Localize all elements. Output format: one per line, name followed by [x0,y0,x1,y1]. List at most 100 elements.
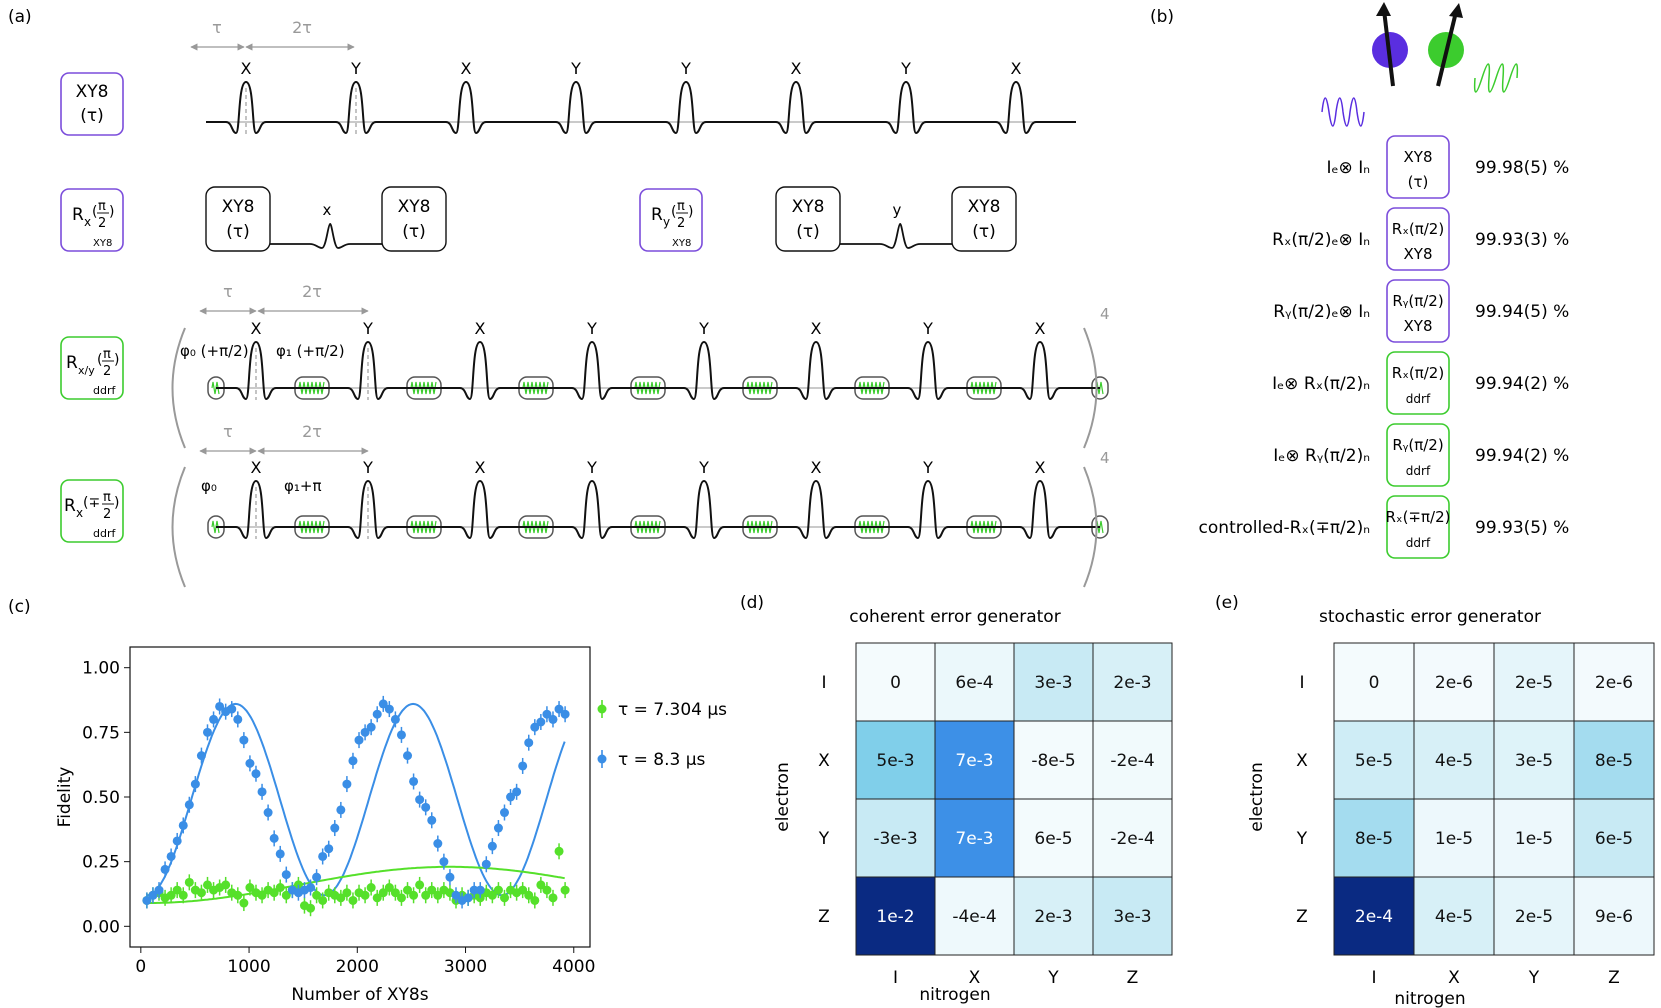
heatmap-cell-label: 1e-5 [1435,829,1473,849]
heatmap-cell-label: 2e-3 [1113,673,1151,693]
data-point [499,893,509,903]
data-point [548,893,558,903]
rx-box-sub: x [84,215,91,229]
x-axis-label: Number of XY8s [291,985,428,1005]
heatmap-cell-label: -3e-3 [873,829,917,849]
heatmap-cell: -3e-3 [855,798,936,878]
pulse-label: X [241,59,252,78]
x-tick-label: 0 [135,957,146,977]
data-point [378,888,388,898]
row3-box-tag: ddrf [93,384,116,397]
heatmap-cell-label: 3e-3 [1113,907,1151,927]
data-point [396,730,406,740]
y-tick-label: 0.25 [82,853,120,873]
heatmap-col-label: I [1371,968,1376,988]
gate-label: Iₑ⊗ Iₙ [1326,158,1370,178]
data-point [160,864,170,874]
pulse-label: X [461,59,472,78]
data-point [233,714,243,724]
heatmap-cell: 6e-5 [1573,798,1655,878]
heatmap-x-label: nitrogen [1394,989,1465,1008]
heatmap-cell: 5e-5 [1333,720,1415,800]
heatmap-cell: 2e-5 [1493,642,1575,722]
two-tau-label: 2τ [302,422,322,441]
data-point [251,769,261,779]
data-point [415,880,425,890]
phi1-label: φ₁ (+π/2) [276,342,345,360]
gate-label: Iₑ⊗ Rₓ(π/2)ₙ [1272,374,1370,394]
heatmap-cell-label: 9e-6 [1595,907,1633,927]
data-point [348,756,358,766]
svg-text:): ) [114,352,119,368]
row4-box-R: R [64,496,76,516]
data-point [336,893,346,903]
pulse-y-label: y [893,201,902,219]
heatmap-cell: 2e-3 [1013,876,1094,956]
data-point [148,890,158,900]
data-point [403,885,413,895]
heatmap-cell: -4e-4 [934,876,1015,956]
data-point [548,714,558,724]
heatmap-cell: 2e-6 [1413,642,1495,722]
heatmap-cell: 7e-3 [934,798,1015,878]
data-point [499,808,509,818]
data-point [475,885,485,895]
data-point [281,870,291,880]
heatmap-cell: -2e-4 [1092,798,1173,878]
heatmap-cell: 0 [855,642,936,722]
heatmap-col-label: Z [1127,968,1139,988]
ry-box-R: R [651,205,663,225]
data-point [512,787,522,797]
data-point [239,735,249,745]
data-point [560,885,570,895]
data-point [463,893,473,903]
gate-box-line2: ddrf [1406,464,1431,478]
data-point [427,885,437,895]
data-point [275,849,285,859]
gate-label: Rᵧ(π/2)ₑ⊗ Iₙ [1273,302,1370,322]
heatmap-cell-label: 5e-3 [876,751,914,771]
data-point [433,890,443,900]
data-point [554,704,564,714]
pulse-label: Y [922,319,933,338]
x-tick-label: 2000 [336,957,379,977]
block-line1: XY8 [792,197,825,217]
panel-label-a: (a) [8,7,32,27]
gate-box-line2: XY8 [1404,317,1433,335]
rx-box-paren: ( [92,204,97,220]
gate-label: Rₓ(π/2)ₑ⊗ Iₙ [1272,230,1370,250]
data-point [439,857,449,867]
data-point [542,709,552,719]
fidelity-value: 99.94(2) % [1475,374,1569,394]
data-point [178,820,188,830]
rx-box-frac-top: π [98,199,106,214]
two-tau-label: 2τ [292,18,312,37]
data-point [342,779,352,789]
data-point [202,727,212,737]
data-point [396,893,406,903]
pulse-label: Y [680,59,691,78]
fidelity-value: 99.93(3) % [1475,230,1569,250]
data-point [409,776,419,786]
data-point [342,888,352,898]
heatmap-cell: 4e-5 [1413,720,1495,800]
block-line2: (τ) [226,222,250,242]
data-point [445,872,455,882]
data-point [354,735,364,745]
pulse-label: X [1035,458,1046,477]
data-point [487,890,497,900]
data-point [184,877,194,887]
row4-box-sign: (∓ [83,495,100,511]
heatmap-cell-label: 8e-5 [1355,829,1393,849]
gate-box-line2: ddrf [1406,392,1431,406]
data-point [421,890,431,900]
heatmap-cell: 6e-4 [934,642,1015,722]
heatmap-cell: 0 [1333,642,1415,722]
data-point [196,888,206,898]
data-point [178,890,188,900]
heatmap-cell-label: 1e-5 [1515,829,1553,849]
pulse-label: Y [362,458,373,477]
